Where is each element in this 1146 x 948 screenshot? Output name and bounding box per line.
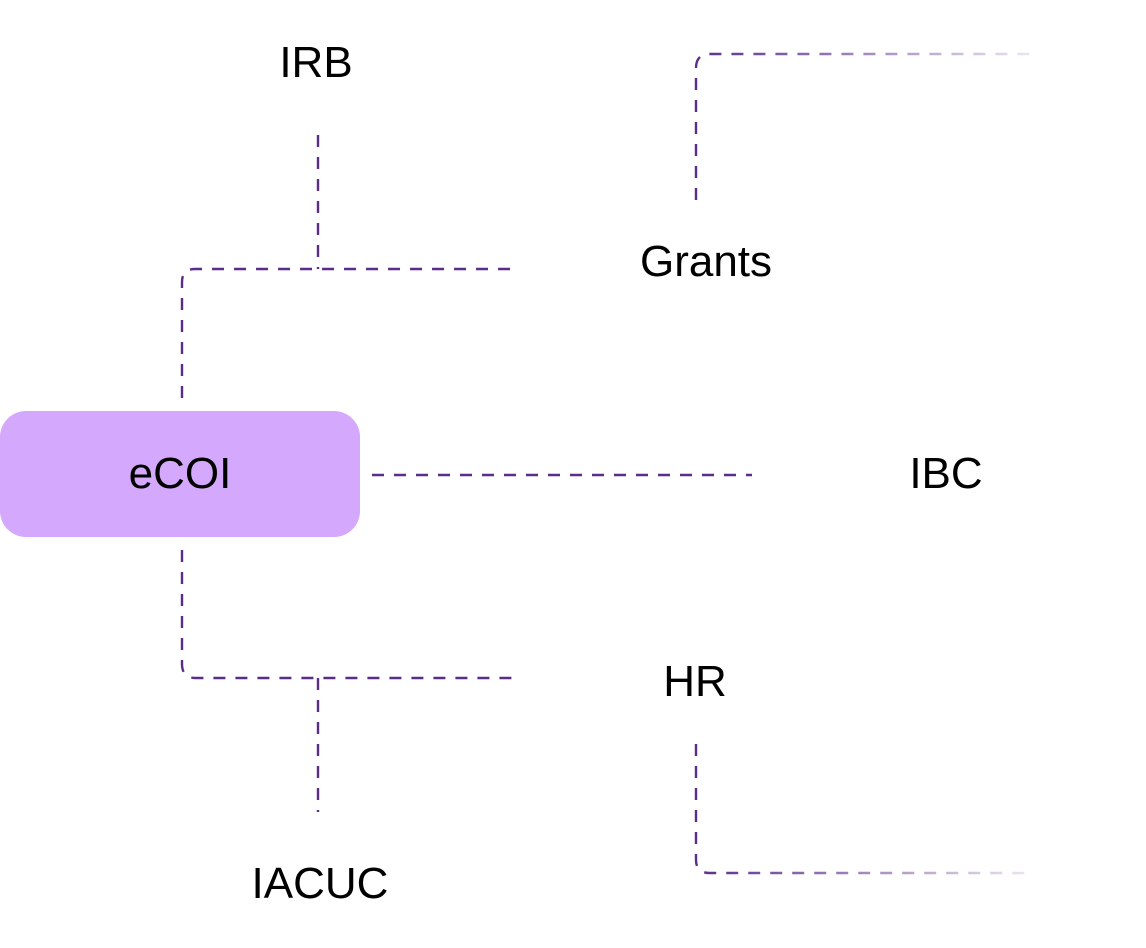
irb-node-label: IRB [279,38,353,87]
connector-grants-out [694,52,1032,200]
iacuc-node-label: IACUC [251,859,389,908]
grants-node-label: Grants [639,237,773,286]
hr-node-label: HR [663,657,727,706]
connector-hr-out [694,744,1032,875]
ibc-node-label: IBC [909,449,983,498]
connector-ecoi-grants [180,267,512,398]
ecoi-hub-node: eCOI [0,411,360,537]
connector-ecoi-hr [180,550,512,680]
ecoi-hub-label: eCOI [128,449,232,498]
